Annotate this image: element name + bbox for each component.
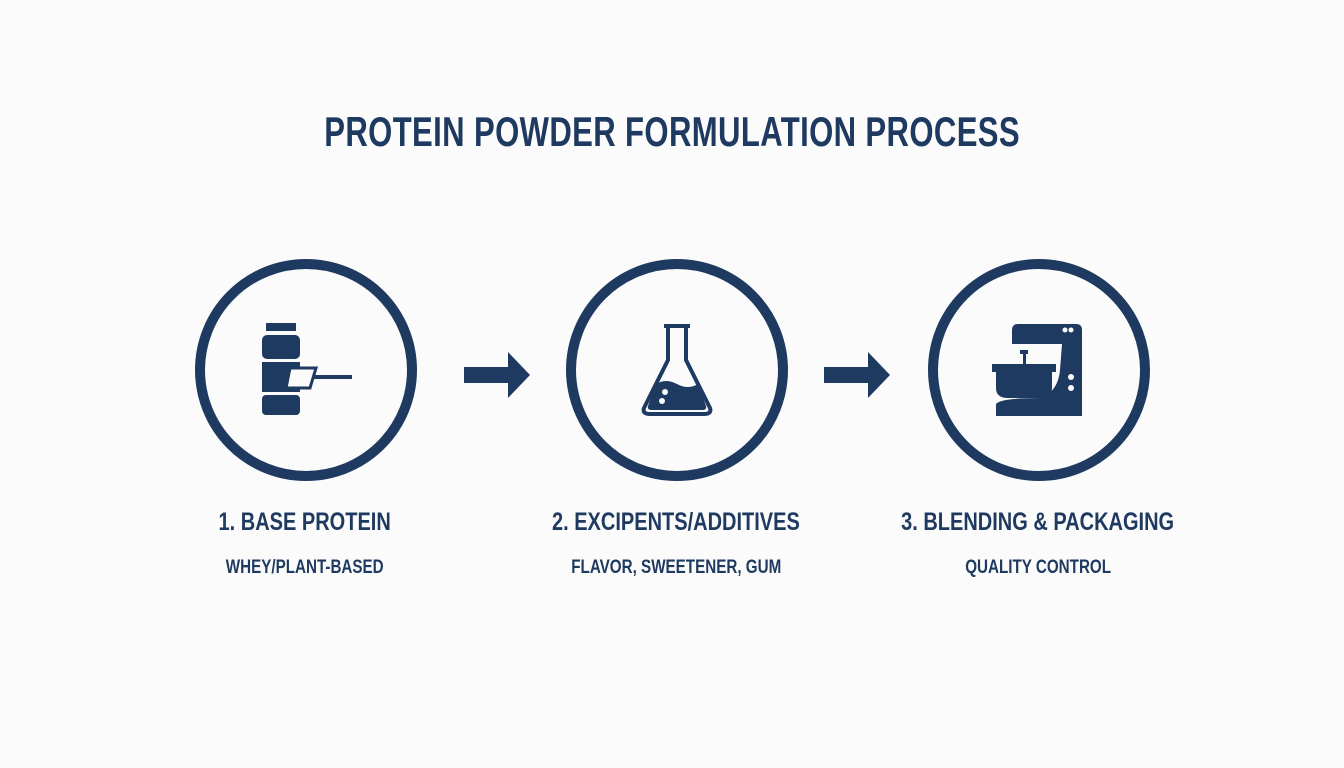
step-sublabel: QUALITY CONTROL bbox=[838, 557, 1238, 579]
arrow-right-icon bbox=[824, 352, 890, 398]
step-label: 1. BASE PROTEIN bbox=[105, 508, 505, 537]
step-sublabel-text: FLAVOR, SWEETENER, GUM bbox=[570, 557, 781, 578]
step-label-text: 1. BASE PROTEIN bbox=[218, 508, 392, 536]
stand-mixer-icon bbox=[992, 324, 1082, 416]
step-3-circle bbox=[928, 259, 1150, 481]
step-2-circle bbox=[566, 259, 788, 481]
step-label: 2. EXCIPENTS/ADDITIVES bbox=[476, 508, 876, 537]
title-text: PROTEIN POWDER FORMULATION PROCESS bbox=[324, 108, 1020, 155]
step-sublabel: FLAVOR, SWEETENER, GUM bbox=[476, 557, 876, 579]
protein-jar-scoop-icon bbox=[262, 323, 352, 415]
flask-icon bbox=[641, 324, 713, 416]
diagram-title: PROTEIN POWDER FORMULATION PROCESS bbox=[0, 108, 1344, 156]
arrow-right-icon bbox=[464, 352, 530, 398]
step-sublabel-text: WHEY/PLANT-BASED bbox=[226, 557, 384, 578]
step-sublabel: WHEY/PLANT-BASED bbox=[105, 557, 505, 579]
step-label-text: 2. EXCIPENTS/ADDITIVES bbox=[552, 508, 800, 536]
step-1-circle bbox=[195, 259, 417, 481]
step-label: 3. BLENDING & PACKAGING bbox=[838, 508, 1238, 537]
step-sublabel-text: QUALITY CONTROL bbox=[965, 557, 1111, 578]
step-label-text: 3. BLENDING & PACKAGING bbox=[901, 508, 1175, 536]
